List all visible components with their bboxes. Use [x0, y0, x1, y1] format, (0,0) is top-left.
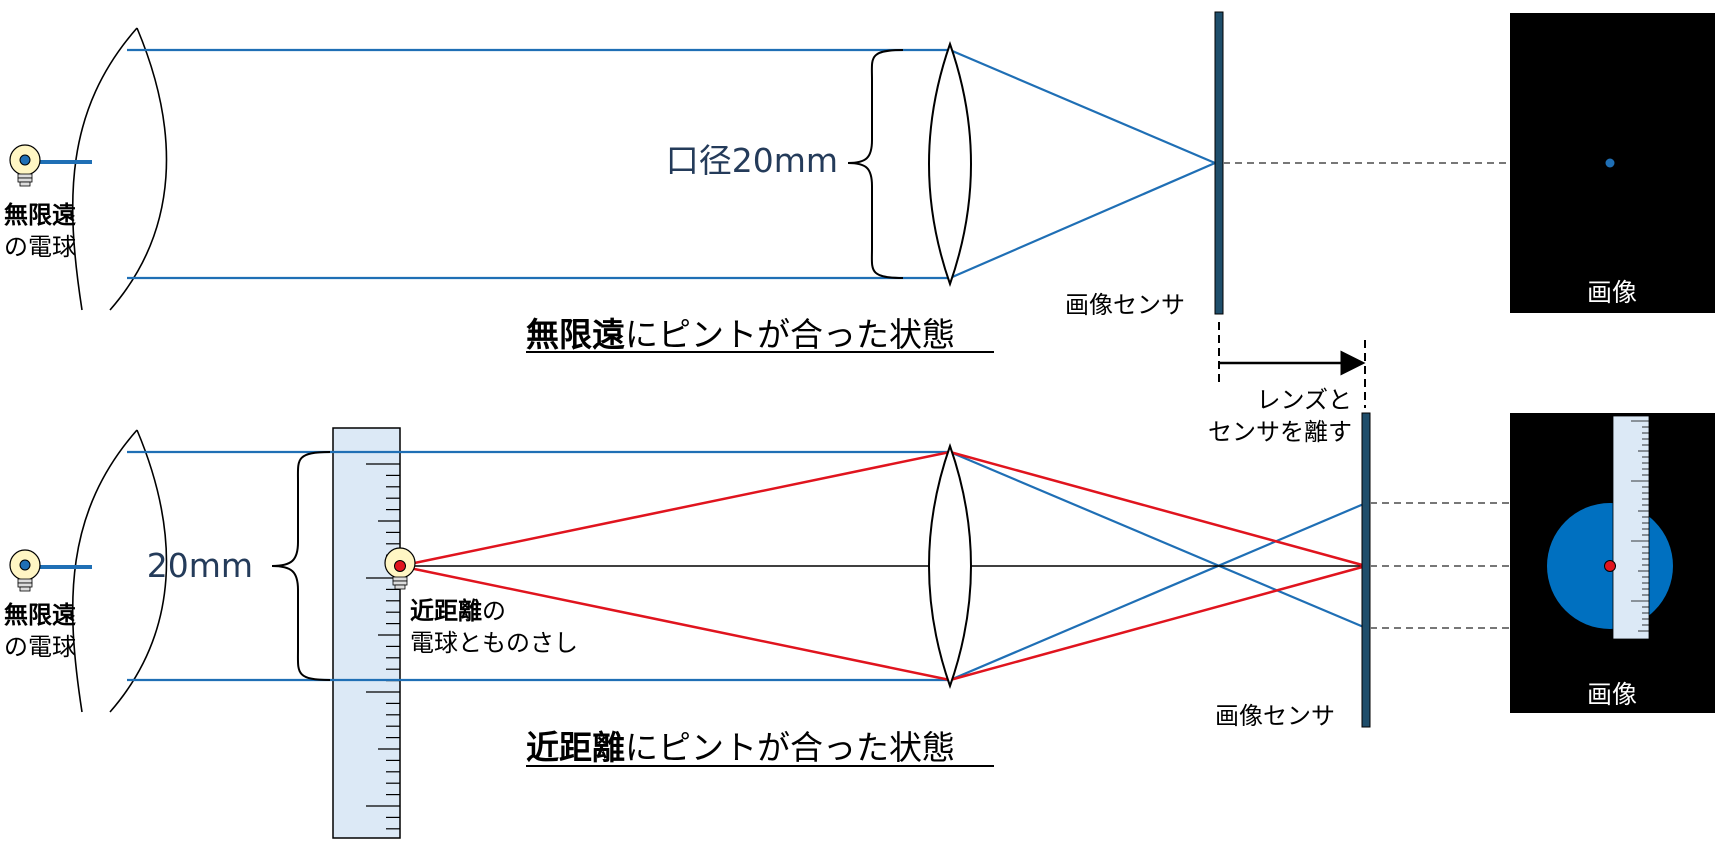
- bottom-lens: [928, 442, 972, 690]
- bottom-caption-bold: 近距離: [526, 728, 625, 767]
- bottom-diagram: 無限遠 の電球 近距離の 電球とものさし 20mm: [4, 412, 1715, 839]
- top-image-sensor: [1214, 11, 1224, 315]
- top-ray-converge-upper: [949, 48, 1216, 165]
- bottom-image-sensor: [1361, 412, 1371, 728]
- top-break-mark-left: [71, 27, 138, 311]
- top-break-mark-right: [109, 27, 168, 311]
- bottom-width-label: 20mm: [147, 546, 253, 585]
- near-bulb-bold: 近距離: [410, 597, 482, 625]
- top-aperture-brace: [847, 49, 904, 279]
- bottom-near-bulb-icon: [384, 547, 416, 590]
- bottom-near-ray-3: [949, 450, 1367, 568]
- sensor-move-annotation: レンズと センサを離す: [1208, 322, 1366, 446]
- move-label-line2: センサを離す: [1208, 418, 1352, 446]
- bottom-near-bulb-label-line2: 電球とものさし: [410, 629, 578, 657]
- top-caption: 無限遠にピントが合った状態: [526, 315, 955, 354]
- bottom-near-bulb-label-line1: 近距離の: [410, 597, 506, 625]
- bottom-caption: 近距離にピントが合った状態: [526, 728, 955, 767]
- move-label-line1: レンズと: [1256, 386, 1352, 414]
- bottom-near-ray-4: [949, 564, 1367, 682]
- bottom-bulb-label-bold: 無限遠: [4, 601, 76, 629]
- top-image-label: 画像: [1587, 278, 1637, 307]
- top-infinite-bulb-icon: [9, 144, 92, 187]
- bottom-ruler: [332, 427, 401, 839]
- bottom-image-ruler-ticks: [1631, 420, 1649, 632]
- top-caption-bold: 無限遠: [526, 315, 625, 354]
- top-image-point: [1605, 158, 1615, 168]
- bottom-ray-cross-lower: [949, 501, 1367, 682]
- bottom-width-brace: [271, 451, 331, 681]
- bottom-image-label: 画像: [1587, 680, 1637, 709]
- bottom-image-point: [1604, 560, 1616, 572]
- top-bulb-label-rest: の電球: [4, 233, 76, 261]
- bottom-sensor-label: 画像センサ: [1215, 702, 1335, 730]
- top-lens: [928, 40, 972, 288]
- bottom-near-ray-1: [399, 450, 951, 568]
- bottom-near-ray-2: [399, 564, 951, 682]
- top-bulb-label-bold: 無限遠: [4, 201, 76, 229]
- near-bulb-suffix: の: [482, 597, 506, 625]
- top-caption-rest: にピントが合った状態: [625, 315, 955, 354]
- bottom-bulb-label-rest: の電球: [4, 633, 76, 661]
- top-sensor-label: 画像センサ: [1065, 291, 1185, 319]
- top-ray-converge-lower: [949, 161, 1216, 280]
- bottom-infinite-bulb-icon: [9, 549, 92, 592]
- bottom-ray-cross-upper: [949, 450, 1367, 630]
- bottom-break-mark-left: [71, 429, 138, 713]
- bottom-ruler-ticks: [366, 463, 400, 830]
- top-diagram: 無限遠 の電球 口径20mm 画像センサ 画像 無限遠にピントが合った状態: [4, 11, 1715, 354]
- bottom-image-ruler: [1612, 415, 1650, 640]
- bottom-caption-rest: にピントが合った状態: [625, 728, 955, 767]
- top-aperture-label: 口径20mm: [666, 141, 838, 180]
